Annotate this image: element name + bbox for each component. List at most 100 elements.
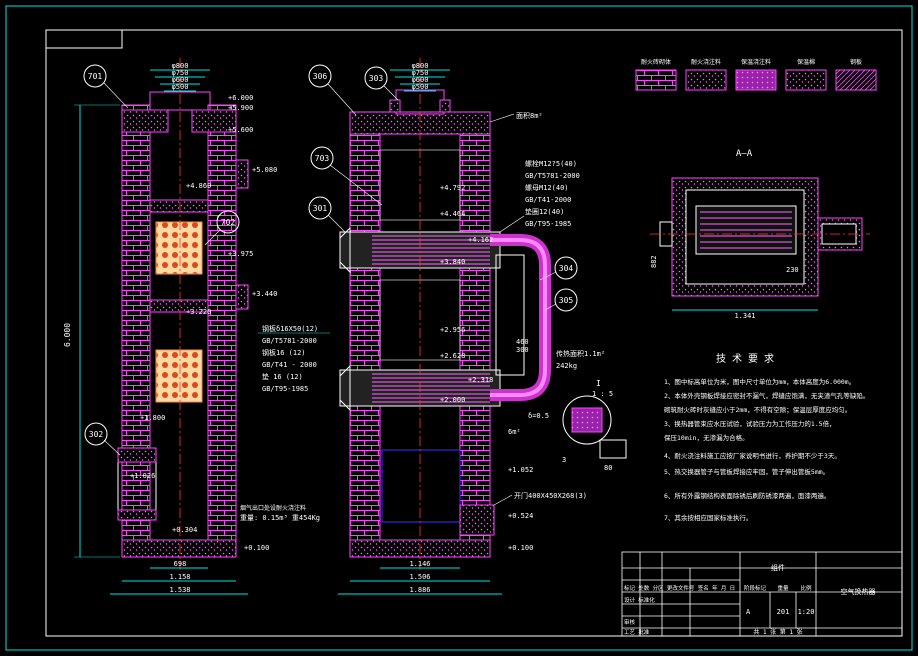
left-balloon-702: 702: [221, 218, 236, 227]
mid-wall-left: [349, 111, 381, 558]
mid-balloon-303: 303: [369, 74, 384, 83]
mid-elevations: +4.792 +4.464 +4.162 +3.840 +2.956 +2.62…: [440, 184, 533, 552]
corner-tag: [45, 29, 123, 49]
tb-drawing-title: 空气换热器: [841, 587, 876, 596]
left-top-castable-l: [121, 109, 169, 133]
tb-weight: 201: [777, 608, 790, 616]
left-spec-4: GB/T41 - 2000: [262, 361, 317, 369]
section-dim-3: 882: [650, 255, 658, 268]
mid-pipe-dim-1: 460: [516, 338, 529, 346]
tech-line-9: 7、其余按相应国家标准执行。: [664, 513, 752, 522]
legend-label-4: 保温棉: [797, 58, 815, 66]
left-elev-10: +1.026: [130, 472, 155, 480]
tb-row-2: 设计 标准化: [624, 596, 655, 604]
mid-spec-4: GB/T41-2000: [525, 196, 571, 204]
mid-top-dim-label-3: φ600: [412, 76, 429, 84]
mid-leader-305: [544, 303, 557, 311]
mid-balloon-304-circle: [554, 256, 578, 280]
mid-elev-9: +1.052: [508, 466, 533, 474]
left-balloon-302-circle: [84, 422, 108, 446]
mid-inspection-door: [381, 449, 461, 523]
left-elev-12: +0.100: [244, 544, 269, 552]
mid-spec-block: 螺栓M12?5(40) GB/T5781-2000 螺母M12(40) GB/T…: [499, 159, 580, 233]
left-top-dim-label-4: φ500: [172, 83, 189, 91]
title-block: [621, 551, 903, 637]
mid-opening-leader: [493, 494, 513, 506]
mid-top-dim-label-4: φ500: [412, 83, 429, 91]
tb-scale: 1:20: [798, 608, 815, 616]
mid-opening: 开门400X450X268(3): [514, 491, 587, 500]
section-tube-bundle: [695, 205, 797, 255]
detail-i: I 1 : 5 3 80: [562, 379, 627, 472]
left-elev-7: +3.440: [252, 290, 277, 298]
mid-thickness: δ=0.5: [528, 412, 549, 420]
left-spec-5: 垫 16 (12): [262, 372, 303, 381]
mid-wall-right: [459, 111, 491, 558]
mid-pipe-box: [495, 254, 525, 376]
legend-swatch-4: [785, 69, 827, 91]
detail-label: I: [596, 379, 601, 388]
detail-section: [571, 407, 603, 433]
mid-chimney-fill-r: [439, 99, 451, 113]
detail-circle: [562, 395, 612, 445]
mid-elev-3: +4.162: [468, 236, 493, 244]
section-dim-2: 230: [786, 266, 799, 274]
mid-balloon-303-circle: [364, 66, 388, 90]
mid-balloon-304: 304: [559, 264, 574, 273]
left-bottom-dim-label-3: 1.538: [169, 586, 190, 594]
mid-elev-11: +0.100: [508, 544, 533, 552]
tech-line-5: 保压10min，无渗漏为合格。: [664, 433, 749, 442]
tb-col-2: 重量: [777, 584, 789, 592]
mid-pipe-dim-2: 300: [516, 346, 529, 354]
tb-col-1: 阶段标记: [744, 584, 767, 592]
left-elev-6: +3.975: [228, 250, 253, 258]
mid-balloon-703-circle: [310, 146, 334, 170]
left-bottom-dim-label-2: 1.158: [169, 573, 190, 581]
middle-section-view: φ800 φ750 φ600 φ500 面积8m² +4.792 +4.464 …: [308, 58, 605, 595]
tech-line-2: 2、本体外壳钢板焊接应密封不漏气，焊缝应饱满，无夹渣气孔等缺陷。: [664, 391, 869, 400]
detail-scale: 1 : 5: [592, 390, 613, 398]
left-elev-4: +5.080: [252, 166, 277, 174]
tech-line-3: 砌筑耐火砖时灰缝应小于2mm，不得有空隙；保温层厚度应均匀。: [664, 405, 851, 414]
left-elev-3: +5.600: [228, 126, 253, 134]
legend-swatch-3: [735, 69, 777, 91]
left-spec-3: 钢板16 (12): [262, 348, 306, 357]
left-balloon-701: 701: [88, 72, 103, 81]
detail-dim-2: 80: [604, 464, 612, 472]
tb-col-3: 比例: [800, 584, 812, 592]
left-balloon-702-circle: [216, 210, 240, 234]
left-elev-5: +4.860: [186, 182, 211, 190]
left-top-castable-r: [191, 109, 237, 133]
tb-row-1: 标记 处数 分区 更改文件号 签名 年 月 日: [624, 584, 735, 592]
tech-line-6: 4、耐火浇注料施工应按厂家说明书进行，养护期不少于3天。: [664, 451, 841, 460]
mid-chimney-fill-l: [389, 99, 401, 113]
mid-leader-301: [327, 214, 346, 233]
left-elev-11: +0.304: [172, 526, 197, 534]
mid-area-leader: [489, 113, 515, 123]
left-spec-2: GB/T5781-2000: [262, 337, 317, 345]
mid-elev-2: +4.464: [440, 210, 465, 218]
legend-swatch-1: [635, 69, 677, 91]
left-top-dim-label-1: φ800: [172, 62, 189, 70]
left-note-2: 重量: 0.15m³ 重454Kg: [240, 514, 320, 522]
tech-line-4: 3、换热器管束应水压试验，试验压力为工作压力的1.5倍，: [664, 419, 836, 428]
left-tube-bundle-upper: [155, 221, 203, 275]
mid-elev-10: +0.524: [508, 512, 533, 520]
tb-row-3: 审核: [624, 618, 636, 626]
left-top-dim-label-3: φ600: [172, 76, 189, 84]
mid-balloon-305: 305: [559, 296, 574, 305]
left-mid-band: [149, 199, 209, 213]
legend-label-1: 耐火砖砌体: [641, 58, 671, 66]
left-side-box-fill: [117, 447, 157, 463]
mid-top-dim-label-2: φ750: [412, 69, 429, 77]
detail-dim-1: 3: [562, 456, 566, 464]
section-a-a: A—A 1.341 230 882: [650, 149, 870, 320]
mid-leader-703: [329, 164, 383, 206]
section-dim-1: 1.341: [734, 312, 755, 320]
mid-spec-3: 螺母M12(40): [525, 183, 569, 192]
left-elev-9: +1.800: [140, 414, 165, 422]
mid-pipe-note-1: 传热面积1.1m²: [556, 349, 605, 358]
left-spec-6: GB/T95-1985: [262, 385, 308, 393]
mid-door-nozzle: [459, 504, 495, 536]
legend-label-2: 耐火浇注料: [691, 58, 721, 66]
